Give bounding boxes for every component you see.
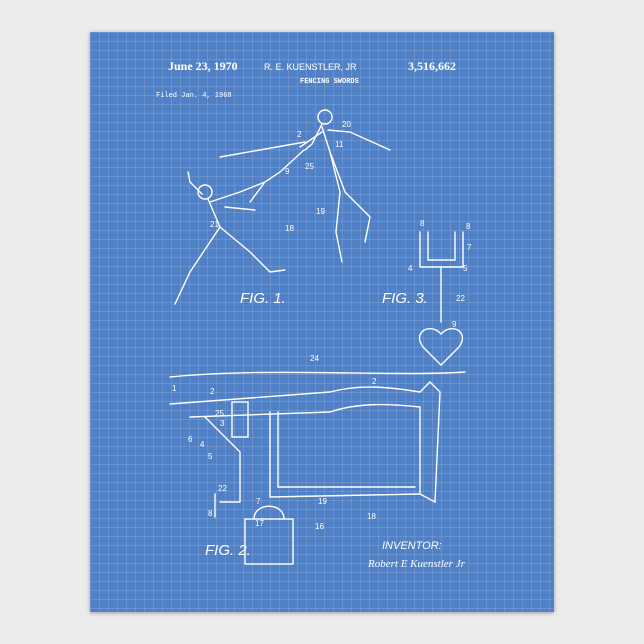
ref-numeral: 2 <box>210 387 215 396</box>
ref-numeral: 3 <box>220 419 225 428</box>
filed-date: Filed Jan. 4, 1968 <box>156 92 232 100</box>
fig2-sword-drawing <box>169 371 466 565</box>
ref-numeral: 9 <box>285 167 290 176</box>
ref-numeral: 19 <box>318 497 327 506</box>
inventor-header: R. E. KUENSTLER, JR <box>264 62 357 72</box>
ref-numeral: 4 <box>200 440 205 449</box>
ref-numeral: 11 <box>335 140 344 149</box>
ref-numeral: 8 <box>466 222 471 231</box>
ref-numeral: 4 <box>408 264 413 273</box>
fig3-label: FIG. 3. <box>382 290 428 307</box>
ref-numeral: 21 <box>210 220 219 229</box>
fig2-label: FIG. 2. <box>205 542 251 559</box>
patent-date: June 23, 1970 <box>168 59 238 73</box>
ref-numeral: 20 <box>342 120 351 129</box>
fig3-guard-drawing <box>418 231 464 366</box>
patent-title: FENCING SWORDS <box>300 78 359 86</box>
ref-numeral: 2 <box>372 377 377 386</box>
ref-numeral: 6 <box>188 435 193 444</box>
fig1-label: FIG. 1. <box>240 290 286 307</box>
inventor-label: INVENTOR: <box>382 540 442 552</box>
ref-numeral: 19 <box>316 207 325 216</box>
ref-numeral: 18 <box>367 512 376 521</box>
ref-numeral: 17 <box>255 519 264 528</box>
patent-poster: June 23, 1970 R. E. KUENSTLER, JR 3,516,… <box>90 32 554 612</box>
ref-numeral: 22 <box>456 294 465 303</box>
inventor-signature: Robert E Kuenstler Jr <box>368 558 465 570</box>
ref-numeral: 22 <box>218 484 227 493</box>
ref-numeral: 25 <box>305 162 314 171</box>
ref-numeral: 5 <box>463 264 468 273</box>
ref-numeral: 18 <box>285 224 294 233</box>
ref-numeral: 16 <box>315 522 324 531</box>
ref-numeral: 9 <box>452 320 457 329</box>
fig1-fencers-drawing <box>174 109 391 305</box>
ref-numeral: 7 <box>467 243 472 252</box>
ref-numeral: 25 <box>215 409 224 418</box>
ref-numeral: 24 <box>310 354 319 363</box>
ref-numeral: 1 <box>172 384 177 393</box>
ref-numeral: 5 <box>208 452 213 461</box>
ref-numeral: 2 <box>297 130 302 139</box>
patent-number: 3,516,662 <box>408 59 456 73</box>
ref-numeral: 8 <box>208 509 213 518</box>
ref-numeral: 7 <box>256 497 261 506</box>
ref-numeral: 8 <box>420 219 425 228</box>
patent-drawings <box>169 109 466 565</box>
